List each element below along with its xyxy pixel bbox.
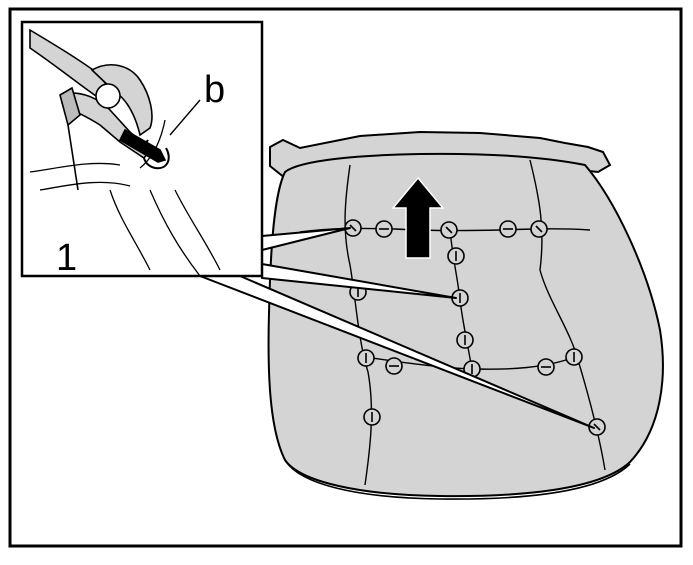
side-cutter-pliers-icon: [29, 28, 167, 191]
hog-ring-icon: [385, 357, 403, 375]
inset-detail: b 1: [20, 20, 264, 279]
hog-ring-icon: [456, 331, 474, 349]
hog-ring-icon: [588, 418, 606, 436]
hog-ring-icon: [440, 221, 458, 239]
hog-rings: [344, 219, 606, 436]
inset-cover-fabric: [29, 119, 221, 277]
seat-front-lip: [284, 459, 631, 500]
hog-ring-icon: [375, 220, 393, 238]
hog-ring-icon: [363, 408, 381, 426]
label-b-leader: [169, 99, 201, 136]
hog-ring-icon: [499, 220, 517, 238]
hog-ring-icon: [447, 247, 465, 265]
hog-ring-icon: [357, 349, 375, 367]
hog-ring-icon: [530, 220, 548, 238]
hog-ring-icon: [565, 348, 583, 366]
callout-label-1: 1: [56, 237, 77, 279]
hog-ring-icon: [537, 358, 555, 376]
callout-label-b: b: [204, 69, 225, 111]
seam-left-bolster: [344, 164, 373, 486]
pull-up-arrow-icon: [391, 176, 445, 259]
